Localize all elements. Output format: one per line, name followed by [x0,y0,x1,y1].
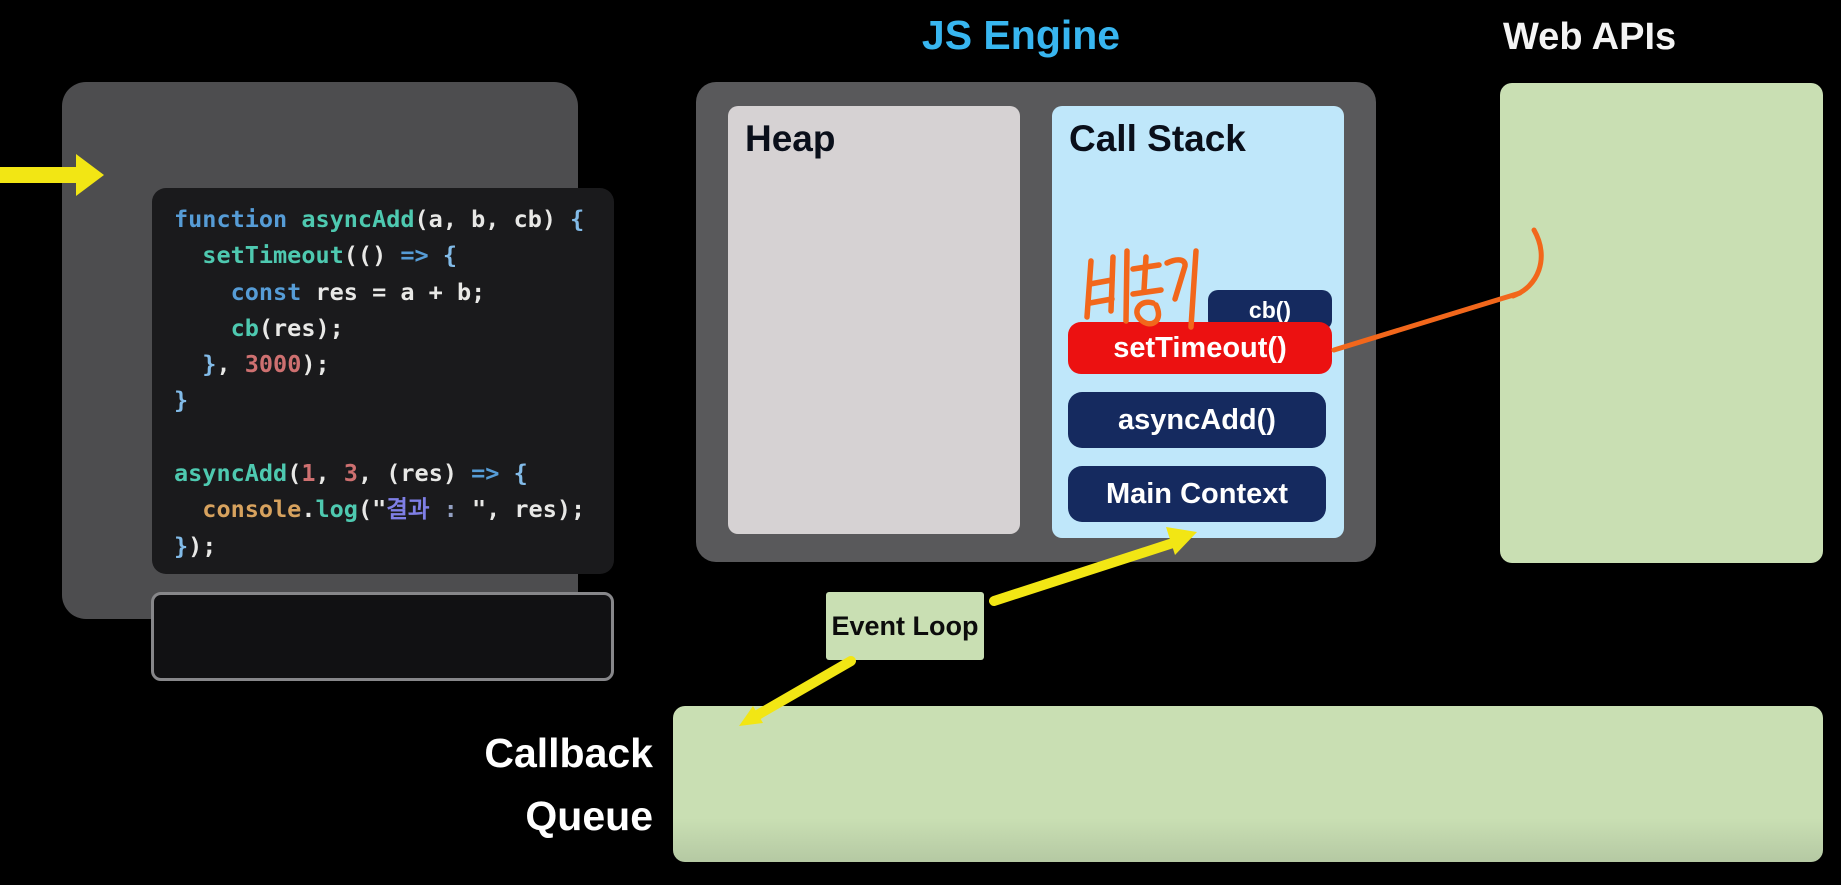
stack-frame-settimeout: setTimeout() [1068,322,1332,374]
code-line: const res = a + b; [230,277,486,306]
stack-frame-main-context: Main Context [1068,466,1326,522]
web-apis-title: Web APIs [1503,16,1677,58]
call-stack-label: Call Stack [1069,118,1246,159]
code-line: cb(res); [230,313,344,342]
callback-queue-label: Callback Queue [400,722,653,848]
empty-result-box [151,592,614,681]
code-line: console.log("결과 : ", res); [202,495,586,524]
code-panel: function asyncAdd(a, b, cb) { setTimeout… [62,82,614,681]
code-line: asyncAdd(1, 3, (res) => { [174,459,528,488]
code-editor: function asyncAdd(a, b, cb) { setTimeout… [152,188,614,574]
code-line: } [174,386,189,415]
callback-queue-box [673,706,1823,862]
callback-queue-label-line1: Callback [484,730,653,776]
code-line: function asyncAdd(a, b, cb) { [174,205,585,233]
code-editor-content: function asyncAdd(a, b, cb) { setTimeout… [174,201,614,564]
heap-box: Heap [728,106,1020,534]
web-apis-box [1500,83,1823,563]
callback-queue-label-line2: Queue [525,793,653,839]
code-line [174,419,614,455]
js-engine-title: JS Engine [921,12,1121,58]
code-line: }); [174,531,217,560]
code-line: }, 3000); [202,350,330,379]
stack-frame-asyncadd: asyncAdd() [1068,392,1326,448]
heap-label: Heap [745,118,836,159]
event-loop-box: Event Loop [826,592,984,660]
code-line: setTimeout(() => { [202,241,457,270]
